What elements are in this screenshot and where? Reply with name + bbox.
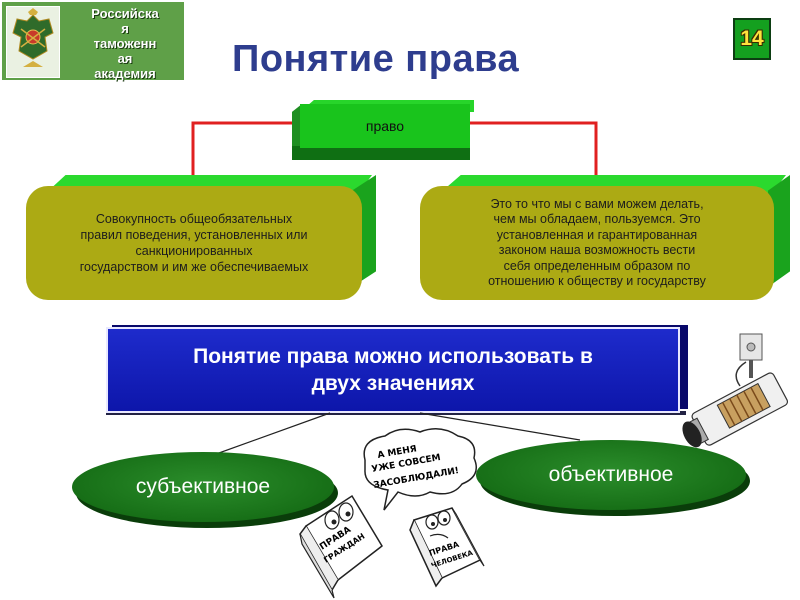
root-box-side — [292, 104, 302, 160]
subjective-definition-box: Это то что мы с вами можем делать, чем м… — [420, 186, 774, 300]
root-concept-box: право — [300, 104, 470, 148]
eagle-emblem-icon — [12, 8, 54, 67]
subjective-meaning-ellipse: субъективное — [72, 452, 334, 522]
academy-logo-panel: Российска я таможенн ая академия — [0, 0, 186, 82]
speech-bubble-icon — [363, 428, 477, 511]
page-number: 14 — [740, 27, 764, 50]
two-meanings-banner: Понятие права можно использовать в двух … — [106, 327, 680, 413]
objective-meaning-label: объективное — [548, 463, 674, 486]
root-box-bottom — [292, 146, 470, 160]
slide-title: Понятие права — [232, 38, 520, 80]
right-arrow-line — [470, 121, 598, 180]
subjective-meaning-label: субъективное — [135, 475, 271, 498]
objective-meaning-ellipse: объективное — [476, 440, 746, 510]
page-number-badge: 14 — [733, 18, 771, 60]
academy-name: Российска я таможенн ая академия — [91, 6, 159, 81]
customs-emblem — [6, 6, 60, 78]
security-camera-icon — [682, 333, 789, 448]
human-rights-book-icon: ПРАВА ЧЕЛОВЕКА — [409, 507, 485, 588]
root-concept-label: право — [365, 118, 405, 134]
banner-bottom-edge — [106, 411, 686, 415]
left-arrow-line — [191, 121, 300, 180]
objective-definition-box: Совокупность общеобязательных правил пов… — [26, 186, 362, 300]
citizens-rights-book-icon: ПРАВА ГРАЖДАН — [299, 494, 383, 599]
